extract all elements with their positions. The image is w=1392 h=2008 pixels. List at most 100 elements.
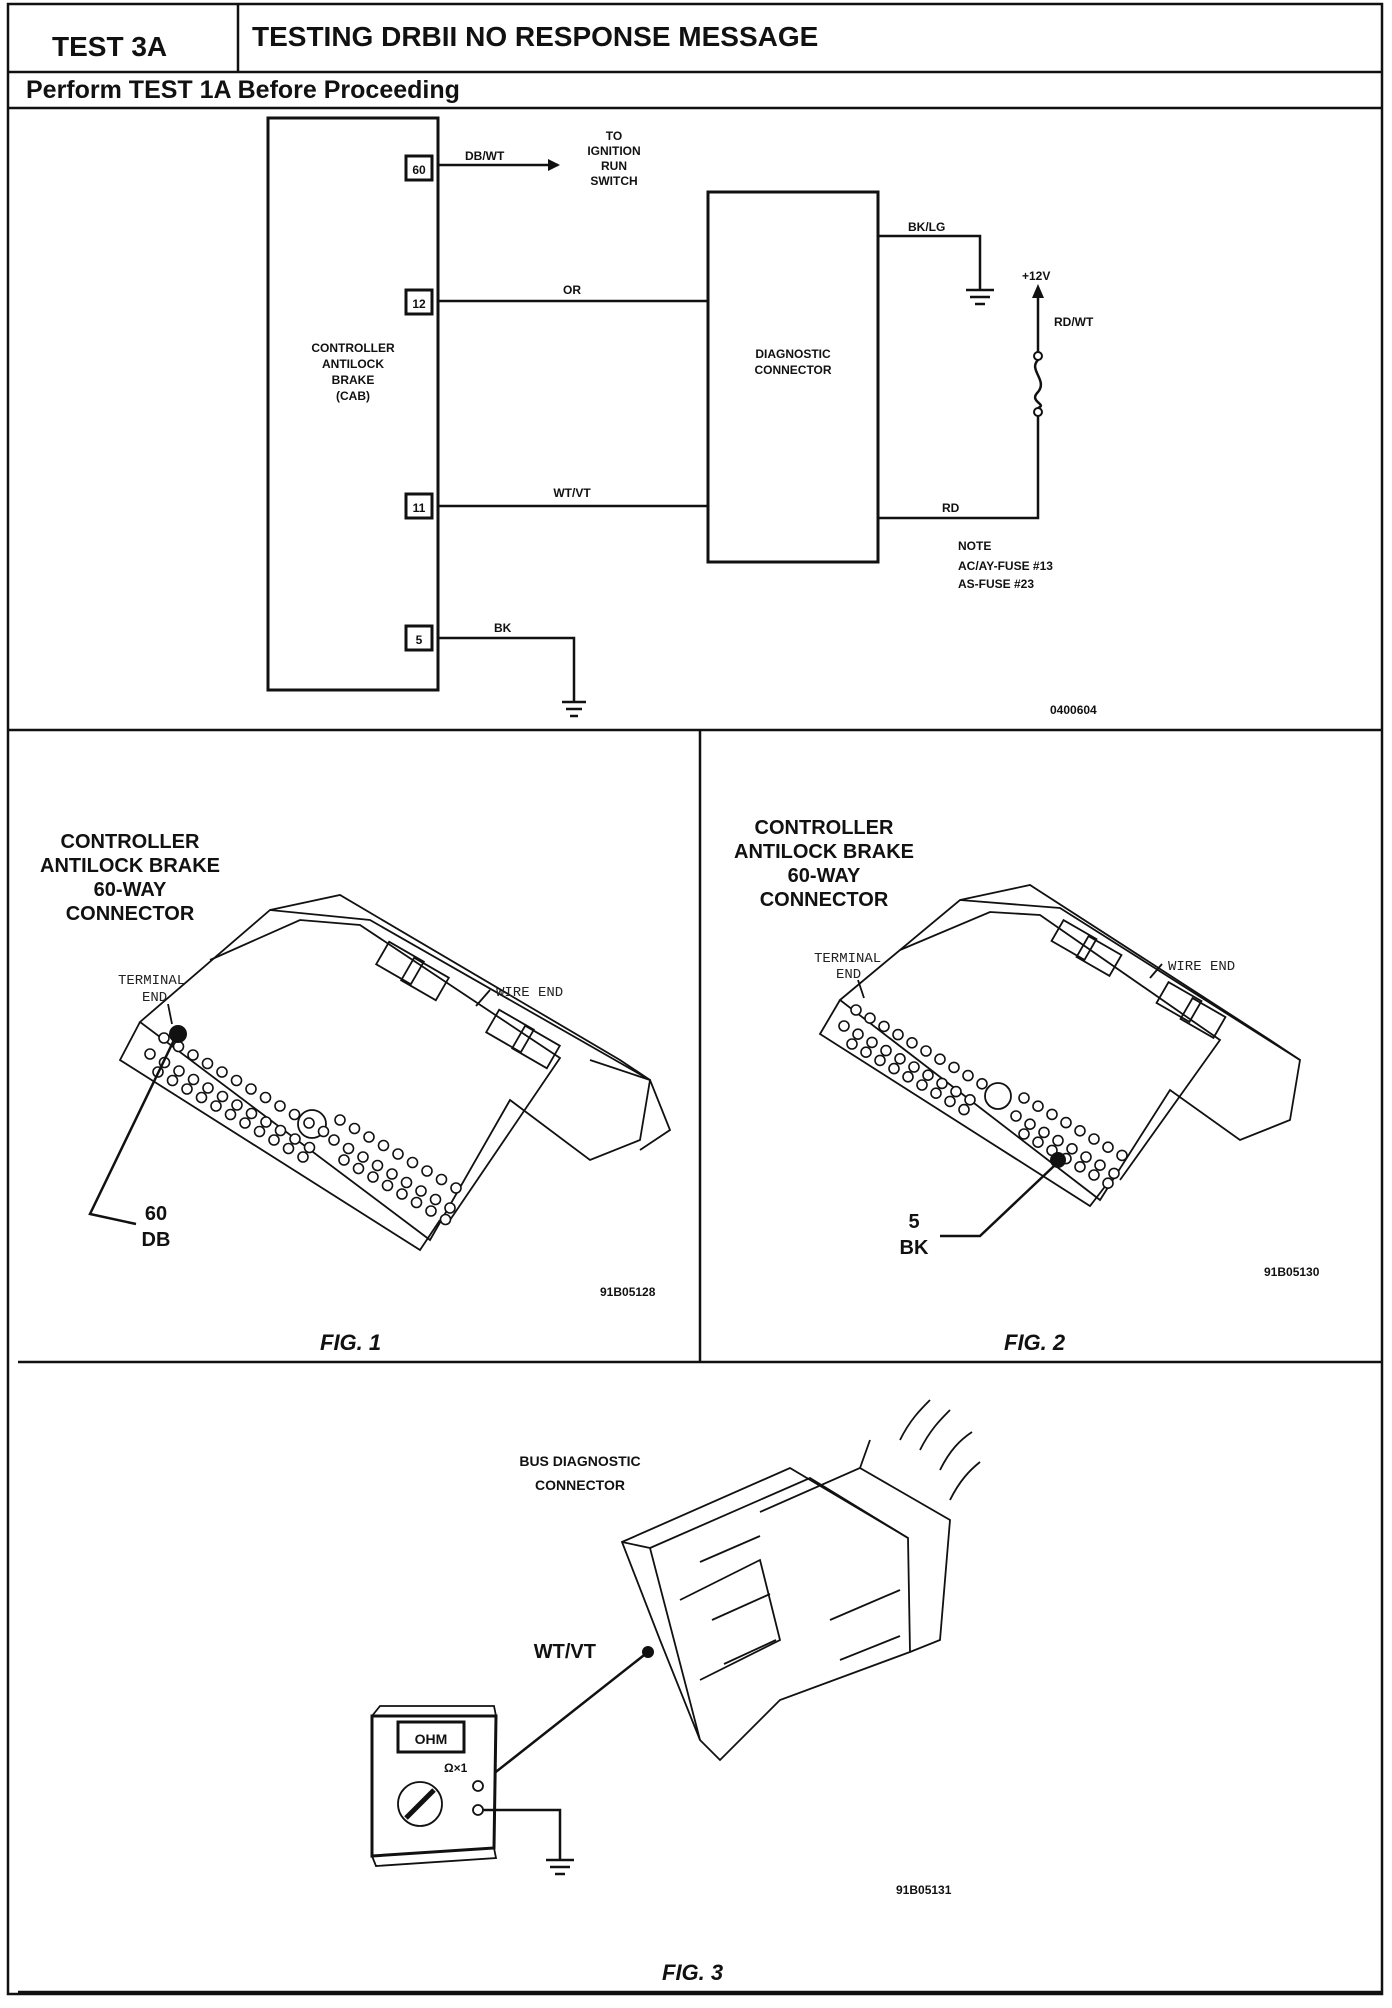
fig1-terminal-end: END: [142, 990, 167, 1006]
connector-pin: [1108, 1167, 1120, 1180]
connector-pin: [328, 1134, 340, 1146]
connector-pin: [303, 1117, 315, 1129]
fig1-connector-drawing: [118, 894, 672, 1252]
fig1-pin-60-marker: [169, 1025, 187, 1043]
fig1-caption: FIG. 1: [320, 1330, 381, 1355]
page-frame: [6, 2, 1384, 1996]
connector-pin: [259, 1091, 272, 1104]
connector-pin: [1032, 1136, 1044, 1148]
connector-pin: [392, 1148, 404, 1160]
connector-pin: [916, 1079, 928, 1091]
connector-pin: [400, 1176, 413, 1189]
fig2-title-line: ANTILOCK BRAKE: [734, 841, 914, 863]
fig2-title-line: CONTROLLER: [755, 817, 894, 839]
connector-pin: [282, 1142, 295, 1155]
connector-pin: [410, 1196, 423, 1209]
connector-pin: [846, 1038, 858, 1050]
connector-pin: [253, 1125, 266, 1138]
fig-2: CONTROLLER ANTILOCK BRAKE 60-WAY CONNECT…: [734, 817, 1320, 1355]
ground-symbol-meter: [546, 1858, 574, 1876]
connector-pin: [944, 1095, 956, 1108]
fig1-pin-array: [144, 1032, 462, 1226]
wire-db-wt-label: DB/WT: [465, 149, 505, 163]
connector-pin: [187, 1073, 200, 1086]
connector-pin: [363, 1131, 375, 1143]
connector-pin: [1088, 1133, 1100, 1145]
fuse-symbol: [1033, 359, 1043, 410]
connector-pin: [216, 1090, 229, 1103]
test-id: TEST 3A: [52, 31, 167, 62]
ohmmeter-probe-lead: [477, 1651, 649, 1787]
schematic-code: 0400604: [1050, 703, 1097, 717]
connector-pin: [902, 1071, 914, 1083]
connector-pin: [230, 1074, 243, 1087]
connector-pin: [210, 1100, 222, 1112]
fig1-wire-end: WIRE END: [496, 985, 563, 1001]
meter-dial[interactable]: [397, 1781, 443, 1827]
pin-12-box: [404, 288, 434, 316]
connector-pin: [880, 1044, 892, 1057]
connector-pin: [268, 1134, 280, 1146]
cab-label-line: BRAKE: [332, 373, 375, 387]
meter-ground-lead: [483, 1808, 562, 1860]
connector-pin: [352, 1162, 365, 1175]
connector-pin: [357, 1151, 369, 1163]
cab-label: CONTROLLER ANTILOCK BRAKE (CAB): [311, 341, 395, 403]
cab-label-line: ANTILOCK: [322, 357, 384, 371]
cab-label-line: CONTROLLER: [311, 341, 395, 355]
fig1-code: 91B05128: [600, 1285, 656, 1299]
fig-1: CONTROLLER ANTILOCK BRAKE 60-WAY CONNECT…: [40, 831, 672, 1355]
note-line: AS-FUSE #23: [958, 577, 1034, 591]
diagnostic-connector-box: [706, 190, 880, 564]
pin-11-label: 11: [413, 501, 426, 515]
pin-60-box: [404, 154, 434, 182]
connector-pin: [367, 1171, 379, 1183]
connector-pin: [922, 1069, 934, 1081]
pin-60-label: 60: [412, 163, 426, 177]
connector-pin: [201, 1057, 214, 1070]
connector-pin: [173, 1065, 185, 1077]
wire-rd-wt-label: RD/WT: [1054, 315, 1094, 329]
connector-pin: [381, 1179, 394, 1192]
fig3-title-line: CONNECTOR: [535, 1477, 625, 1493]
connector-pin: [334, 1114, 346, 1126]
connector-pin: [289, 1133, 301, 1145]
cab-module: [266, 116, 440, 692]
connector-pin: [396, 1188, 408, 1200]
meter-jack-positive[interactable]: [472, 1780, 484, 1792]
connector-pin: [158, 1032, 170, 1044]
connector-pin: [850, 1004, 862, 1016]
fig1-wire-end-leader: [475, 989, 491, 1007]
arrow-12v: [1032, 284, 1044, 298]
fig2-caption: FIG. 2: [1004, 1330, 1066, 1355]
wire-bk-lg-label: BK/LG: [908, 220, 945, 234]
pin-5-box: [404, 624, 434, 652]
header: TEST 3A TESTING DRBII NO RESPONSE MESSAG…: [6, 2, 1384, 1996]
test-subtitle: Perform TEST 1A Before Proceeding: [26, 76, 460, 104]
connector-pin: [906, 1037, 918, 1049]
connector-pin: [274, 1100, 286, 1112]
fuse-terminal-bottom: [1033, 407, 1043, 417]
fig2-terminal-leader: [857, 979, 865, 999]
voltage-label: +12V: [1022, 269, 1050, 283]
ground-symbol-diag: [966, 288, 994, 306]
wire-bk-lg: [878, 234, 982, 290]
connector-pin: [1102, 1177, 1114, 1189]
fig1-callout-leader: [88, 1039, 176, 1226]
wire-rd: [878, 416, 1040, 520]
connector-pin: [1094, 1159, 1106, 1171]
connector-pin: [181, 1083, 193, 1095]
connector-pin: [1046, 1108, 1058, 1121]
connector-pin: [1024, 1118, 1036, 1130]
connector-pin: [371, 1159, 384, 1172]
meter-dial-pointer: [404, 1788, 436, 1820]
fig1-title-line: 60-WAY: [94, 879, 167, 901]
fig1-callout-db: DB: [142, 1229, 171, 1251]
connector-pin: [1080, 1151, 1092, 1163]
connector-pin: [1088, 1169, 1100, 1181]
connector-pin: [894, 1053, 906, 1065]
connector-pin: [958, 1103, 970, 1116]
pin-12-label: 12: [412, 297, 426, 311]
to-ignition-line: SWITCH: [590, 174, 637, 188]
ohmmeter: OHM Ω×1: [370, 1705, 498, 1867]
